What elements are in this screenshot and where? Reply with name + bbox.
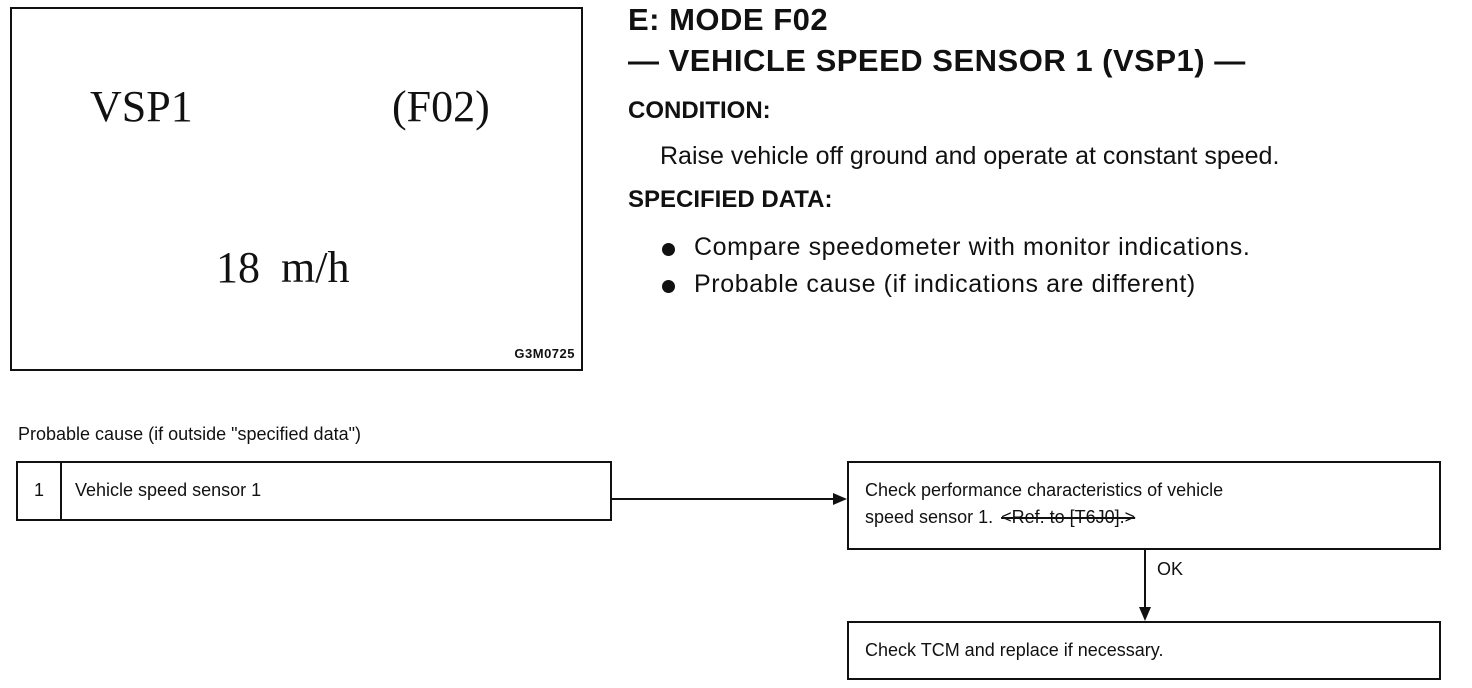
figure-id: G3M0725 (514, 346, 575, 361)
cause-box: 1 Vehicle speed sensor 1 (16, 461, 612, 521)
check-performance-line2: speed sensor 1. <Ref. to [T6J0].> (865, 504, 1439, 531)
cause-number: 1 (18, 463, 62, 519)
check-tcm-box: Check TCM and replace if necessary. (847, 621, 1441, 680)
section-title: E: MODE F02 (628, 2, 829, 37)
struck-reference: <Ref. to [T6J0].> (1001, 507, 1136, 527)
check-performance-line2-text: speed sensor 1. (865, 507, 994, 527)
monitor-value: 18 m/h (216, 243, 350, 292)
specified-data-list: Compare speedometer with monitor indicat… (660, 229, 1250, 303)
list-item-text: Probable cause (if indications are diffe… (694, 270, 1196, 298)
cause-text: Vehicle speed sensor 1 (75, 480, 262, 500)
condition-text: Raise vehicle off ground and operate at … (660, 142, 1280, 170)
bullet-icon (662, 280, 675, 293)
bullet-icon (662, 243, 675, 256)
probable-cause-label: Probable cause (if outside "specified da… (18, 424, 361, 444)
ok-label: OK (1157, 559, 1184, 579)
monitor-display-figure: VSP1 (F02) 18 m/h G3M0725 (10, 7, 583, 371)
list-item: Compare speedometer with monitor indicat… (660, 229, 1250, 266)
specified-data-heading: SPECIFIED DATA: (628, 186, 833, 213)
section-subtitle: — VEHICLE SPEED SENSOR 1 (VSP1) — (628, 43, 1246, 78)
arrow-right-icon (833, 493, 847, 505)
monitor-item-code: (F02) (392, 82, 490, 131)
condition-heading: CONDITION: (628, 97, 771, 124)
list-item-text: Compare speedometer with monitor indicat… (694, 233, 1251, 261)
check-performance-box: Check performance characteristics of veh… (847, 461, 1441, 550)
check-performance-line1: Check performance characteristics of veh… (865, 480, 1224, 500)
list-item: Probable cause (if indications are diffe… (660, 266, 1250, 303)
arrow-down-icon (1139, 607, 1151, 621)
monitor-item-name: VSP1 (90, 82, 193, 131)
